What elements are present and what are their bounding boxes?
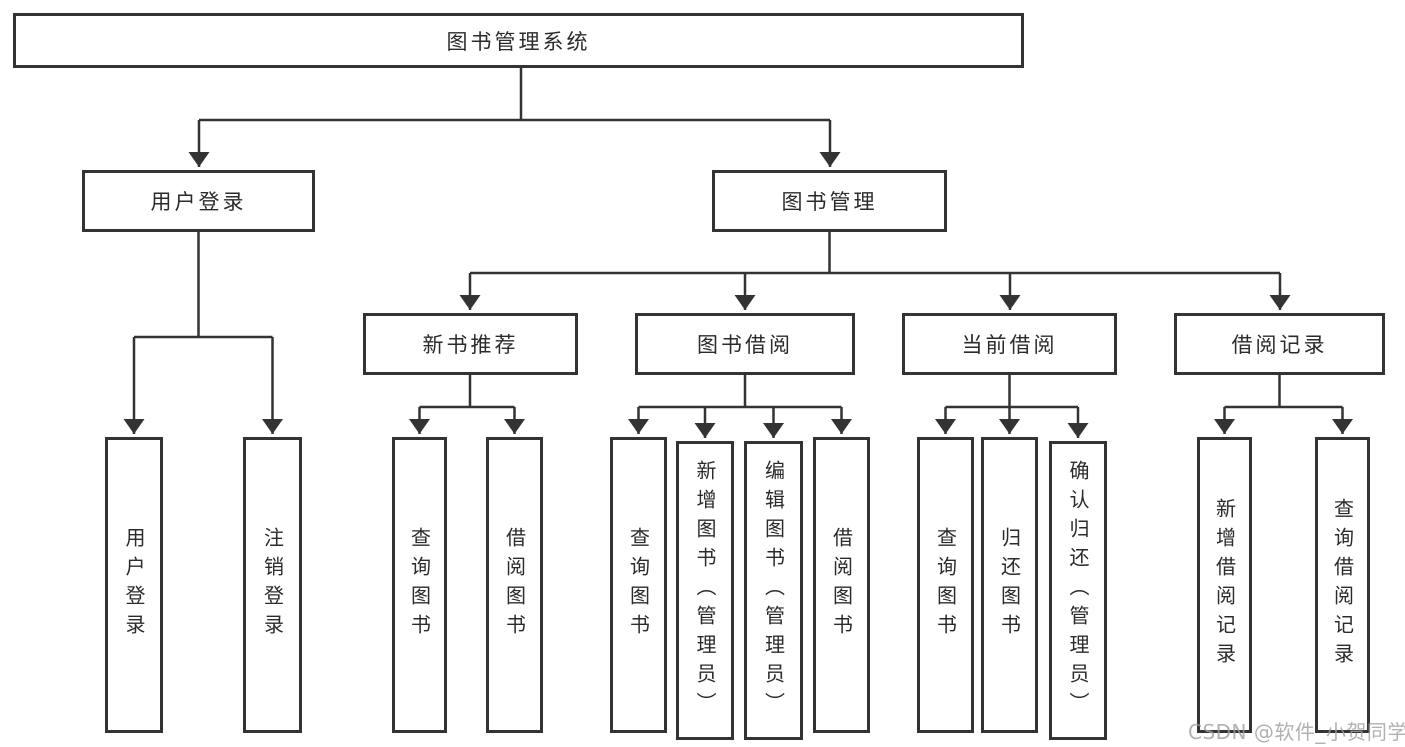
node-label: 图书管理系统 <box>446 29 591 54</box>
node-label: 确认归还（管理员） <box>1066 460 1090 721</box>
leaf-current-query-books: 查询图书 <box>917 437 974 733</box>
leaf-add-borrow-record: 新增借阅记录 <box>1197 437 1252 733</box>
node-current-borrowing: 当前借阅 <box>902 313 1117 375</box>
node-label: 借阅记录 <box>1231 333 1328 357</box>
node-book-management: 图书管理 <box>712 170 947 232</box>
leaf-borrowing-borrow-books: 借阅图书 <box>813 437 870 733</box>
leaf-confirm-return-admin: 确认归还（管理员） <box>1049 441 1107 740</box>
node-label: 注销登录 <box>260 527 285 643</box>
node-label: 查询图书 <box>407 527 432 643</box>
node-label: 编辑图书（管理员） <box>761 460 786 721</box>
node-label: 新书推荐 <box>422 333 519 357</box>
node-label: 新增图书（管理员） <box>693 460 717 721</box>
node-label: 查询图书 <box>626 527 651 643</box>
leaf-query-borrow-record: 查询借阅记录 <box>1315 437 1370 733</box>
node-label: 借阅图书 <box>829 527 854 643</box>
node-user-login: 用户登录 <box>82 170 315 232</box>
node-label: 查询借阅记录 <box>1330 498 1355 672</box>
node-label: 新增借阅记录 <box>1212 498 1237 672</box>
leaf-add-books-admin: 新增图书（管理员） <box>676 441 734 740</box>
node-library-management-system: 图书管理系统 <box>13 13 1024 68</box>
node-label: 归还图书 <box>997 527 1022 643</box>
leaf-edit-books-admin: 编辑图书（管理员） <box>744 441 803 740</box>
leaf-user-login: 用户登录 <box>105 437 163 733</box>
leaf-borrowing-query-books: 查询图书 <box>610 437 667 733</box>
leaf-return-books: 归还图书 <box>981 437 1038 733</box>
leaf-newrec-query-books: 查询图书 <box>392 437 447 733</box>
node-book-borrowing: 图书借阅 <box>635 313 855 375</box>
node-label: 用户登录 <box>150 190 247 214</box>
node-label: 借阅图书 <box>502 527 527 643</box>
node-borrowing-records: 借阅记录 <box>1174 313 1385 375</box>
node-label: 图书借阅 <box>697 333 793 357</box>
node-label: 查询图书 <box>933 527 958 643</box>
node-label: 图书管理 <box>781 190 878 214</box>
node-label: 用户登录 <box>122 527 146 643</box>
leaf-newrec-borrow-books: 借阅图书 <box>486 437 543 733</box>
node-new-book-recommendation: 新书推荐 <box>363 313 578 375</box>
leaf-logout: 注销登录 <box>243 437 302 733</box>
node-label: 当前借阅 <box>961 333 1058 357</box>
csdn-watermark: CSDN @软件_小贺同学 <box>1188 720 1405 744</box>
